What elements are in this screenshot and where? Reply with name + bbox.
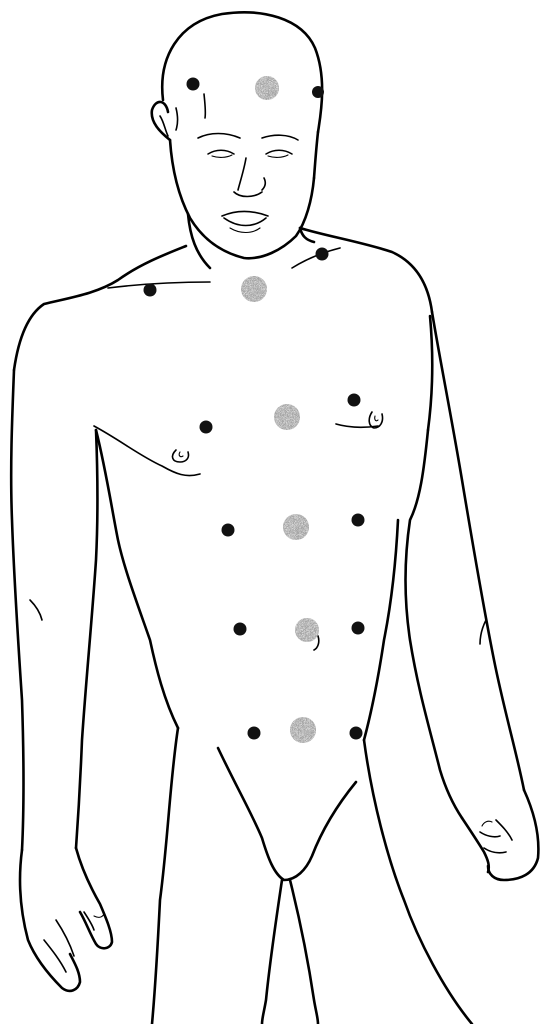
neck-outline bbox=[188, 214, 314, 268]
head-outline bbox=[162, 12, 322, 258]
right-arm-outline bbox=[406, 312, 525, 818]
black-point-neck-right bbox=[316, 248, 329, 261]
left-nipple bbox=[173, 450, 189, 462]
black-point-lower-abdomen-right bbox=[350, 727, 363, 740]
groin-outline bbox=[218, 748, 356, 880]
black-point-shoulder-left bbox=[144, 284, 157, 297]
right-hand bbox=[462, 790, 538, 880]
grey-point-throat bbox=[241, 276, 267, 302]
grey-points bbox=[241, 76, 319, 743]
grey-point-sternum bbox=[274, 404, 300, 430]
legs-outline bbox=[152, 728, 472, 1024]
black-point-mid-abdomen-left bbox=[234, 623, 247, 636]
grey-point-lower-abdomen bbox=[290, 717, 316, 743]
grey-point-crown bbox=[255, 76, 279, 100]
black-point-chest-left bbox=[200, 421, 213, 434]
torso-outline bbox=[96, 316, 432, 740]
head-details bbox=[176, 94, 205, 130]
black-point-head-left bbox=[187, 78, 200, 91]
black-point-upper-abdomen-left bbox=[222, 524, 235, 537]
black-point-lower-abdomen-left bbox=[248, 727, 261, 740]
black-point-mid-abdomen-right bbox=[352, 622, 365, 635]
grey-point-solar-plexus bbox=[283, 514, 309, 540]
grey-point-navel bbox=[295, 618, 319, 642]
collarbones bbox=[108, 248, 340, 288]
face-features bbox=[198, 134, 298, 233]
chest-lines bbox=[94, 424, 378, 476]
black-point-chest-right bbox=[348, 394, 361, 407]
left-arm-outline bbox=[11, 370, 97, 850]
black-point-head-right bbox=[312, 86, 324, 98]
left-ear bbox=[152, 102, 170, 140]
left-hand bbox=[20, 848, 112, 991]
black-point-upper-abdomen-right bbox=[352, 514, 365, 527]
black-points bbox=[144, 78, 365, 740]
